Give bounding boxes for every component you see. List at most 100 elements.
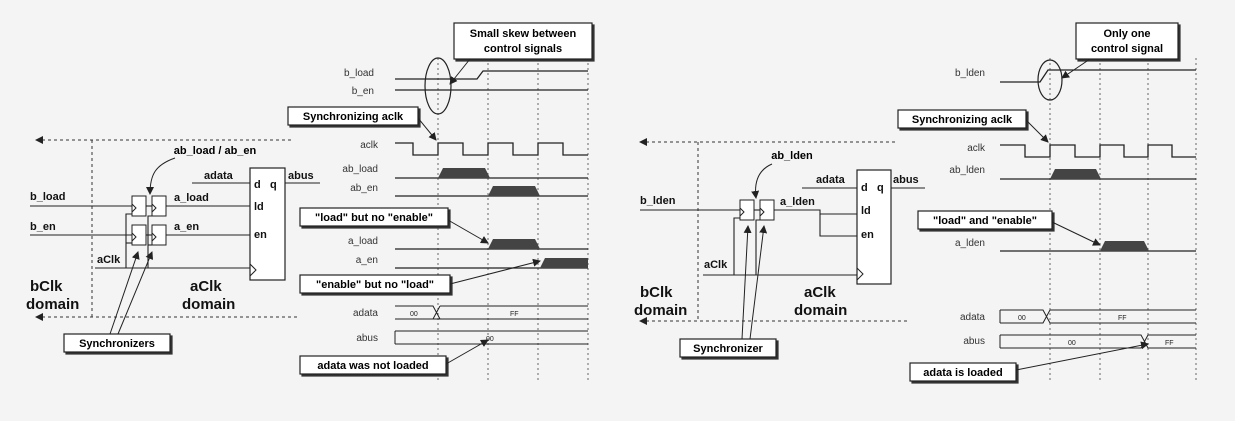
- label-ab-lden: ab_lden: [771, 150, 813, 162]
- pulse-ab-en: [488, 186, 540, 196]
- callout-skew-line1: Small skew between: [470, 28, 577, 40]
- waveform-b-load: [395, 70, 588, 80]
- bus-value-abus-ff-right: FF: [1165, 340, 1174, 347]
- callout-load-and-enable-text: "load" and "enable": [933, 215, 1037, 227]
- left-circuit: ab_load / ab_en: [26, 145, 320, 313]
- callout-load-no-enable: "load" but no "enable": [299, 207, 489, 244]
- label-aclk-domain-2: domain: [182, 296, 235, 313]
- callout-not-loaded: adata was not loaded: [299, 339, 489, 375]
- bus-adata-right: [999, 309, 1196, 324]
- callout-synchronizer-text: Synchronizer: [693, 343, 763, 355]
- label-bclk-domain-1: bClk: [30, 278, 63, 295]
- label-a-lden: a_lden: [780, 196, 815, 208]
- wave-label-ab-en: ab_en: [350, 183, 378, 194]
- reg-pin-ld: ld: [254, 201, 264, 213]
- callout-load-and-enable: "load" and "enable": [917, 210, 1101, 246]
- bus-abus: [394, 330, 588, 345]
- right-timing-grid: [1049, 58, 1197, 380]
- sync-flops-left: [131, 195, 167, 246]
- callout-sync-left-text: Synchronizing aclk: [303, 111, 404, 123]
- label-bclk-domain-right-2: domain: [634, 302, 687, 319]
- callout-one-signal: Only one control signal: [1061, 22, 1179, 79]
- label-ab-load-en: ab_load / ab_en: [174, 145, 257, 157]
- pulse-ab-lden: [1050, 169, 1101, 179]
- callout-sync-right-text: Synchronizing aclk: [912, 114, 1013, 126]
- callout-one-signal-line1: Only one: [1103, 28, 1150, 40]
- wave-label-b-en: b_en: [352, 86, 374, 97]
- callout-sync-right: Synchronizing aclk: [897, 109, 1049, 143]
- callout-enable-no-load-text: "enable" but no "load": [316, 279, 434, 291]
- pulse-a-lden: [1100, 241, 1149, 251]
- callout-sync-left: Synchronizing aclk: [287, 106, 437, 141]
- label-a-load: a_load: [174, 192, 209, 204]
- label-aclk-domain-right-1: aClk: [804, 284, 836, 301]
- callout-synchronizers: Synchronizers: [63, 251, 171, 353]
- wave-label-a-load: a_load: [348, 236, 378, 247]
- label-aclk-domain-right-2: domain: [794, 302, 847, 319]
- wave-label-abus-right: abus: [963, 336, 985, 347]
- label-bclk-domain-right-1: bClk: [640, 284, 673, 301]
- label-aclk-in-right: aClk: [704, 259, 728, 271]
- reg-pin-d: d: [254, 179, 261, 191]
- label-b-en-in: b_en: [30, 221, 56, 233]
- callout-skew-line2: control signals: [484, 43, 562, 55]
- label-b-lden-in: b_lden: [640, 195, 676, 207]
- right-domain-boundary: [639, 138, 910, 325]
- wave-label-adata-right: adata: [960, 312, 985, 323]
- pulse-ab-load: [438, 168, 490, 178]
- skew-highlight-ellipse: [424, 57, 452, 115]
- wave-label-aclk: aclk: [360, 140, 379, 151]
- bus-value-adata-00-right: 00: [1018, 315, 1026, 322]
- reg-pin-q-right: q: [877, 182, 884, 194]
- wave-label-b-load: b_load: [344, 68, 374, 79]
- bus-value-abus-00-right: 00: [1068, 340, 1076, 347]
- callout-load-no-enable-text: "load" but no "enable": [315, 212, 433, 224]
- waveform-aclk: [395, 142, 588, 156]
- single-signal-highlight-ellipse: [1037, 59, 1063, 101]
- waveform-b-lden: [1000, 69, 1196, 83]
- label-bclk-domain-2: domain: [26, 296, 79, 313]
- pulse-a-en: [540, 258, 588, 268]
- wave-label-ab-lden: ab_lden: [949, 165, 985, 176]
- callout-one-signal-line2: control signal: [1091, 43, 1163, 55]
- callout-not-loaded-text: adata was not loaded: [317, 360, 428, 372]
- reg-pin-ld-right: ld: [861, 205, 871, 217]
- right-circuit: ab_lden d: [634, 150, 925, 319]
- right-panel: b_lden aclk ab_lden a_lden adata abus 00…: [634, 22, 1197, 382]
- callout-is-loaded-text: adata is loaded: [923, 367, 1002, 379]
- callout-is-loaded: adata is loaded: [909, 341, 1149, 382]
- label-abus-left: abus: [288, 170, 314, 182]
- register-right: [856, 169, 892, 285]
- reg-pin-q: q: [270, 179, 277, 191]
- waveform-aclk-right: [1000, 144, 1196, 158]
- bus-value-adata-00: 00: [410, 311, 418, 318]
- left-timing-grid: [437, 58, 589, 380]
- wave-label-aclk-right: aclk: [967, 143, 986, 154]
- wave-label-a-lden: a_lden: [955, 238, 985, 249]
- bus-value-adata-ff: FF: [510, 311, 519, 318]
- wave-label-b-lden: b_lden: [955, 68, 985, 79]
- callout-skew: Small skew between control signals: [449, 22, 593, 85]
- label-adata-right: adata: [816, 174, 846, 186]
- wave-label-a-en: a_en: [356, 255, 378, 266]
- wave-label-adata: adata: [353, 308, 378, 319]
- label-aclk-in-left: aClk: [97, 254, 121, 266]
- callout-enable-no-load: "enable" but no "load": [299, 258, 541, 294]
- label-aclk-domain-1: aClk: [190, 278, 222, 295]
- label-b-load-in: b_load: [30, 191, 65, 203]
- bus-value-adata-ff-right: FF: [1118, 315, 1127, 322]
- label-adata-left: adata: [204, 170, 234, 182]
- left-panel: b_load b_en aclk ab_load ab_en a_load a_…: [26, 22, 593, 380]
- reg-pin-en-right: en: [861, 229, 874, 241]
- pulse-a-load: [488, 239, 540, 249]
- bus-adata: [395, 305, 588, 320]
- left-domain-boundary: [35, 136, 300, 321]
- bus-value-abus-00: 00: [486, 336, 494, 343]
- callout-synchronizer: Synchronizer: [679, 225, 777, 358]
- label-a-en: a_en: [174, 221, 199, 233]
- register-left: [249, 167, 286, 281]
- callout-synchronizers-text: Synchronizers: [79, 338, 155, 350]
- reg-pin-d-right: d: [861, 182, 868, 194]
